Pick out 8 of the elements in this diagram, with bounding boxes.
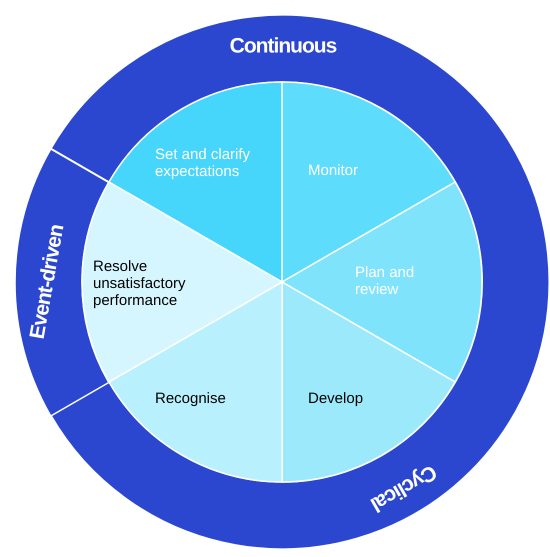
ring-label: Event-driven (28, 224, 66, 340)
segment-label: Set and clarify expectations (154, 146, 252, 180)
ring-label: Continuous (230, 38, 336, 54)
segment-label: Develop (308, 390, 364, 407)
segment-label: Recognise (154, 390, 227, 407)
segment-label: Plan and review (355, 264, 416, 298)
segment-label: Monitor (308, 162, 360, 179)
segment-label: Resolve unsatisfactory performance (93, 258, 187, 309)
